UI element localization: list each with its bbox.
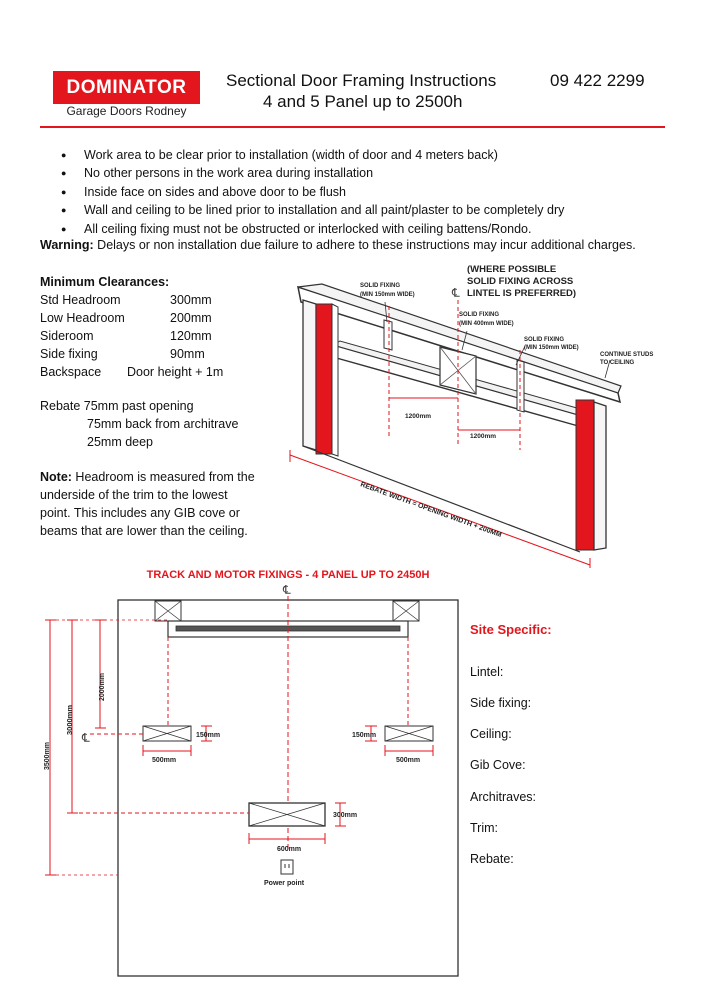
site-field-gib-cove: Gib Cove: — [470, 758, 526, 772]
centreline-symbol: ℄ — [451, 286, 460, 300]
clearances-heading: Minimum Clearances: — [40, 275, 170, 289]
short-stud — [383, 319, 393, 351]
track-motor-diagram: TRACK AND MOTOR FIXINGS - 4 PANEL UP TO … — [44, 569, 459, 977]
brand-logo: DOMINATOR — [53, 71, 200, 104]
warning-text: Warning: Delays or non installation due … — [40, 236, 680, 254]
brand-subtitle: Garage Doors Rodney — [66, 104, 187, 118]
site-field-ceiling: Ceiling: — [470, 727, 512, 741]
dimension-label: 3500mm — [44, 742, 51, 770]
clearance-value: 300mm — [170, 293, 212, 307]
table-row: Side fixing 90mm — [40, 345, 270, 363]
list-item: Wall and ceiling to be lined prior to in… — [40, 201, 680, 220]
continue-studs-label: TO CEILING — [600, 360, 635, 366]
motor-box — [248, 802, 326, 827]
rebate-line-3: 25mm deep — [87, 435, 154, 449]
clearance-label: Std Headroom — [40, 293, 121, 307]
solid-fixing-label: (MIN 150mm WIDE) — [360, 292, 415, 298]
dimension-label: 3000mm — [65, 705, 74, 735]
left-jamb-red — [315, 303, 333, 455]
clearance-value: Door height + 1m — [127, 365, 224, 379]
dimension-label: 2000mm — [99, 673, 106, 701]
clearances-table: Std Headroom 300mm Low Headroom 200mm Side… — [40, 291, 270, 381]
site-field-rebate: Rebate: — [470, 852, 514, 866]
power-point-icon — [280, 859, 294, 875]
header-divider — [40, 126, 665, 128]
table-row: Std Headroom 300mm — [40, 291, 270, 309]
solid-fixing-label: (MIN 150mm WIDE) — [524, 345, 579, 351]
dimension-label: 500mm — [396, 757, 420, 764]
table-row: Low Headroom 200mm — [40, 309, 270, 327]
note-line-1: Note: Headroom is measured from the — [40, 468, 255, 486]
solid-fixing-label: SOLID FIXING — [459, 312, 499, 318]
dimension-label: 500mm — [152, 757, 176, 764]
dimension-label: 150mm — [352, 732, 376, 739]
dimension-label: 600mm — [277, 846, 301, 853]
list-item: All ceiling fixing must not be obstructe… — [40, 220, 680, 239]
table-row: Backspace Door height + 1m — [40, 363, 270, 381]
ceiling-joist — [392, 600, 420, 622]
list-item: No other persons in the work area during… — [40, 164, 680, 183]
clearance-value: 200mm — [170, 311, 212, 325]
clearance-label: Backspace — [40, 365, 102, 379]
clearance-label: Side fixing — [40, 347, 98, 361]
where-possible-note: (WHERE POSSIBLE — [467, 264, 556, 275]
continue-studs-label: CONTINUE STUDS — [600, 352, 653, 358]
solid-fixing-label: SOLID FIXING — [360, 283, 400, 289]
right-post — [593, 401, 607, 551]
note-label: Note: — [40, 470, 72, 484]
note-line-3: point. This includes any GIB cove or — [40, 506, 240, 520]
list-item: Inside face on sides and above door to b… — [40, 183, 680, 202]
dimension-label: 150mm — [196, 732, 220, 739]
clearance-value: 90mm — [170, 347, 205, 361]
note-line-4: beams that are lower than the ceiling. — [40, 524, 248, 538]
warning-body: Delays or non installation due failure t… — [93, 238, 636, 252]
rebate-width-label: REBATE WIDTH = OPENING WIDTH + 200MM — [359, 481, 502, 539]
rebate-line-2: 75mm back from architrave — [87, 417, 239, 431]
clearance-label: Low Headroom — [40, 311, 125, 325]
site-specific-title: Site Specific: — [470, 622, 552, 637]
dimension-label: 1200mm — [405, 413, 431, 420]
left-post-edge — [331, 303, 339, 457]
ceiling-joist — [154, 600, 182, 622]
phone-number: 09 422 2299 — [550, 71, 645, 90]
dimension-label: 1200mm — [470, 433, 496, 440]
instruction-list: Work area to be clear prior to installat… — [40, 146, 680, 238]
dimension-label: 300mm — [333, 812, 357, 819]
list-item: Work area to be clear prior to installat… — [40, 146, 680, 165]
framing-diagram: ℄ (WHERE POSSIBLE SOLID FIXING ACROSS LI… — [289, 264, 653, 568]
solid-fixing-label: SOLID FIXING — [524, 337, 564, 343]
note-text: Headroom is measured from the — [71, 470, 255, 484]
track-diagram-title: TRACK AND MOTOR FIXINGS - 4 PANEL UP TO … — [147, 569, 430, 581]
page-subtitle: 4 and 5 Panel up to 2500h — [263, 92, 463, 111]
clearance-value: 120mm — [170, 329, 212, 343]
left-bracket — [142, 725, 192, 742]
site-field-lintel: Lintel: — [470, 665, 504, 679]
power-point-label: Power point — [264, 880, 305, 887]
clearance-label: Sideroom — [40, 329, 94, 343]
top-beam-face — [297, 283, 622, 394]
centreline-symbol: ℄ — [282, 583, 291, 597]
site-field-trim: Trim: — [470, 821, 498, 835]
right-bracket — [384, 725, 434, 742]
right-jamb-red — [575, 399, 595, 551]
note-line-2: underside of the trim to the lowest — [40, 488, 228, 502]
page-title: Sectional Door Framing Instructions — [226, 71, 497, 90]
site-field-side-fixing: Side fixing: — [470, 696, 532, 710]
table-row: Sideroom 120mm — [40, 327, 270, 345]
solid-fixing-label: (MIN 400mm WIDE) — [459, 321, 514, 327]
centreline-symbol: ℄ — [81, 731, 90, 745]
rebate-line-1: Rebate 75mm past opening — [40, 399, 194, 413]
where-possible-note: SOLID FIXING ACROSS — [467, 276, 573, 287]
warning-label: Warning: — [40, 238, 94, 252]
left-post — [302, 299, 317, 451]
site-field-architraves: Architraves: — [470, 790, 536, 804]
where-possible-note: LINTEL IS PREFERRED) — [467, 288, 576, 299]
